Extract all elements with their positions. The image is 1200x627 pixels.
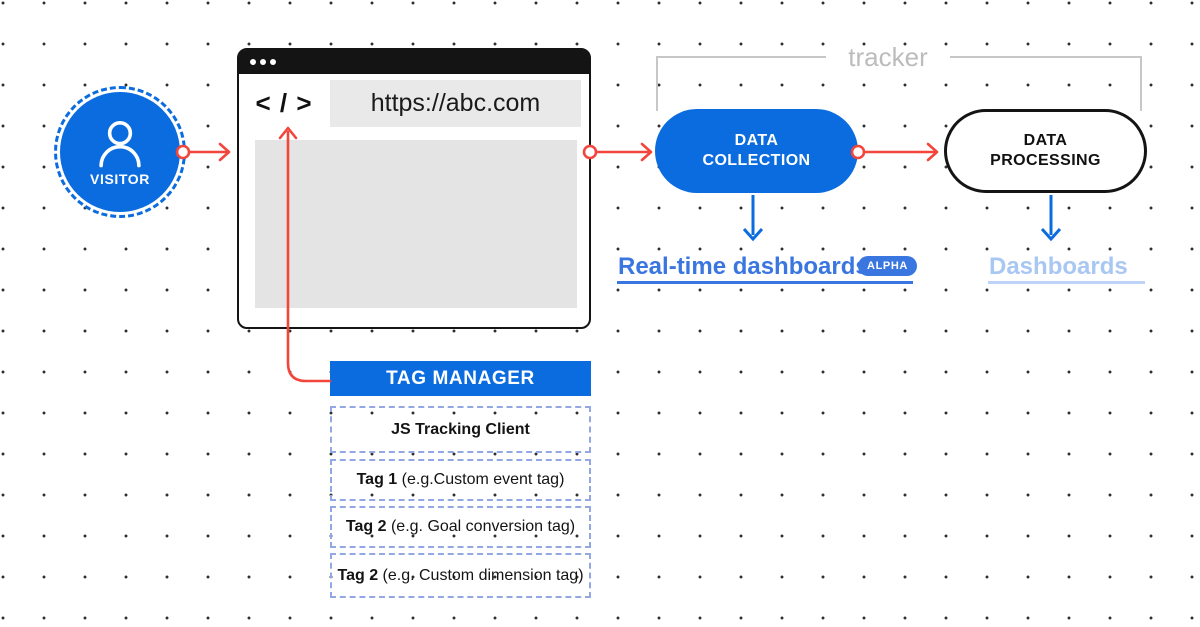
alpha-badge: ALPHA: [858, 256, 917, 276]
window-dot-icon: [270, 59, 276, 65]
data-processing-label-line2: PROCESSING: [990, 152, 1101, 169]
visitor-node: VISITOR: [60, 92, 180, 212]
data-collection-label-line1: DATA: [734, 132, 779, 149]
browser-window: < / > https://abc.com: [237, 48, 591, 329]
arrow-data-processing-to-dashboards: [1040, 195, 1062, 242]
url-bar: https://abc.com: [330, 80, 581, 127]
window-dot-icon: [250, 59, 256, 65]
tag-item-rest: (e.g. Goal conversion tag): [386, 518, 576, 535]
tag-manager-item-tag3: Tag 2 (e.g. Custom dimension tag): [330, 553, 591, 598]
tag-item-bold: Tag 2: [345, 518, 387, 535]
page-content-placeholder: [255, 140, 577, 308]
data-collection-label-line2: COLLECTION: [702, 152, 811, 169]
tracker-group-label: tracker: [848, 42, 928, 72]
data-processing-label-line1: DATA: [1023, 132, 1068, 149]
realtime-dashboards-label: Real-time dashboards: [618, 253, 869, 280]
data-collection-node: DATA COLLECTION: [655, 109, 858, 193]
browser-titlebar: [239, 50, 589, 74]
person-icon: [99, 121, 141, 168]
tag-item-rest: (e.g.Custom event tag): [397, 471, 565, 488]
arrow-data-collection-to-data-processing: [850, 142, 939, 162]
tag-item-bold: Tag 2: [337, 566, 379, 584]
tag-item-bold: JS Tracking Client: [391, 420, 530, 438]
data-processing-node: DATA PROCESSING: [944, 109, 1147, 193]
arrow-data-collection-to-realtime: [742, 195, 764, 242]
tag-manager-item-tag1: Tag 1 (e.g.Custom event tag): [330, 459, 591, 501]
dashboards-underline: [988, 281, 1145, 284]
visitor-label: VISITOR: [90, 171, 150, 187]
tag-manager-item-js-tracking-client: JS Tracking Client: [330, 406, 591, 453]
tag-item-bold: Tag 1: [356, 471, 398, 488]
code-icon: < / >: [255, 87, 313, 118]
dashboards-label: Dashboards: [989, 253, 1128, 280]
realtime-dashboards-underline: [617, 281, 913, 284]
tag-manager-header: TAG MANAGER: [330, 361, 591, 396]
tag-item-rest: (e.g. Custom dimension tag): [378, 566, 584, 584]
window-dot-icon: [260, 59, 266, 65]
tag-manager-item-tag2: Tag 2 (e.g. Goal conversion tag): [330, 506, 591, 548]
arrow-browser-to-data-collection: [582, 142, 653, 162]
